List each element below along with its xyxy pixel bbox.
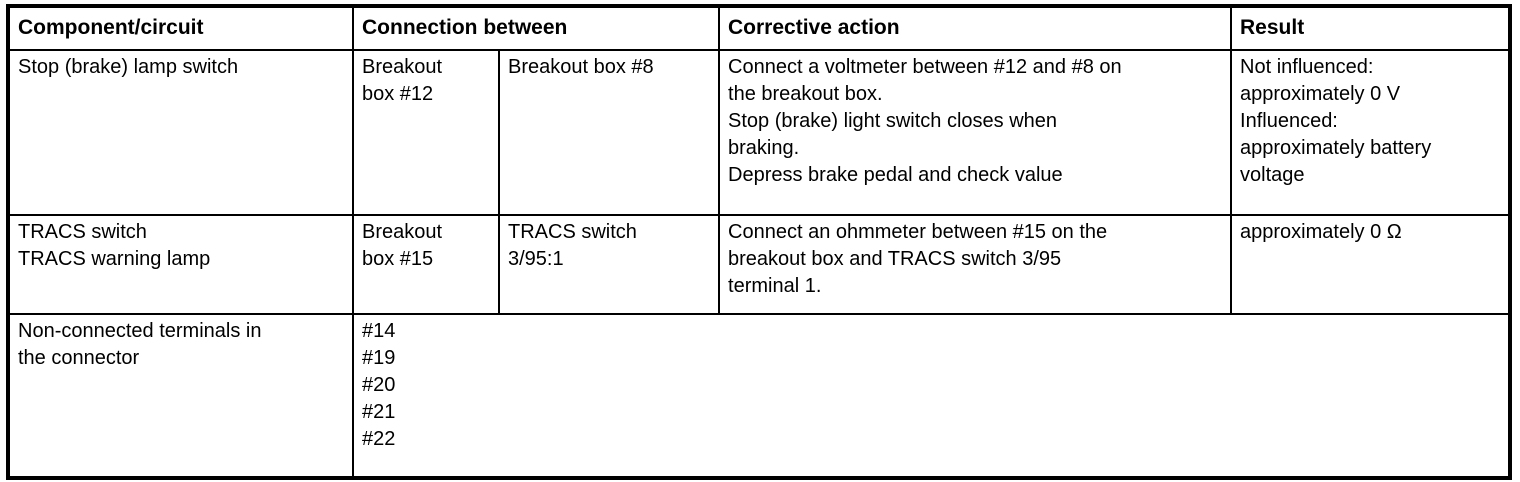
header-result: Result [1230,5,1512,51]
header-corrective-action: Corrective action [718,5,1233,51]
cell-terminal-list: #14 #19 #20 #21 #22 [351,313,1512,479]
cell-component-non-connected-terminals: Non-connected terminals in the connector [7,313,354,479]
table-row-non-connected-terminals: Non-connected terminals in the connector… [7,313,1512,479]
table-header-row: Component/circuit Connection between Cor… [7,5,1512,51]
cell-corrective-action-voltmeter: Connect a voltmeter between #12 and #8 o… [718,49,1233,216]
header-component-circuit: Component/circuit [7,5,354,51]
cell-connection-b-tracs-switch: TRACS switch 3/95:1 [497,214,721,315]
cell-component-stop-brake-lamp-switch: Stop (brake) lamp switch [7,49,354,216]
cell-result-resistance: approximately 0 Ω [1230,214,1512,315]
cell-connection-b-breakout-box-8: Breakout box #8 [497,49,721,216]
cell-result-voltage: Not influenced: approximately 0 V Influe… [1230,49,1512,216]
cell-corrective-action-ohmmeter: Connect an ohmmeter between #15 on the b… [718,214,1233,315]
table-row-tracs-switch: TRACS switch TRACS warning lamp Breakout… [7,214,1512,315]
header-connection-between: Connection between [351,5,721,51]
cell-component-tracs-switch: TRACS switch TRACS warning lamp [7,214,354,315]
cell-connection-a-breakout-box-15: Breakout box #15 [352,214,500,315]
table-row-stop-brake-lamp-switch: Stop (brake) lamp switch Breakout box #1… [7,49,1512,216]
cell-connection-a-breakout-box-12: Breakout box #12 [352,49,500,216]
diagnostic-table: Component/circuit Connection between Cor… [6,4,1513,480]
